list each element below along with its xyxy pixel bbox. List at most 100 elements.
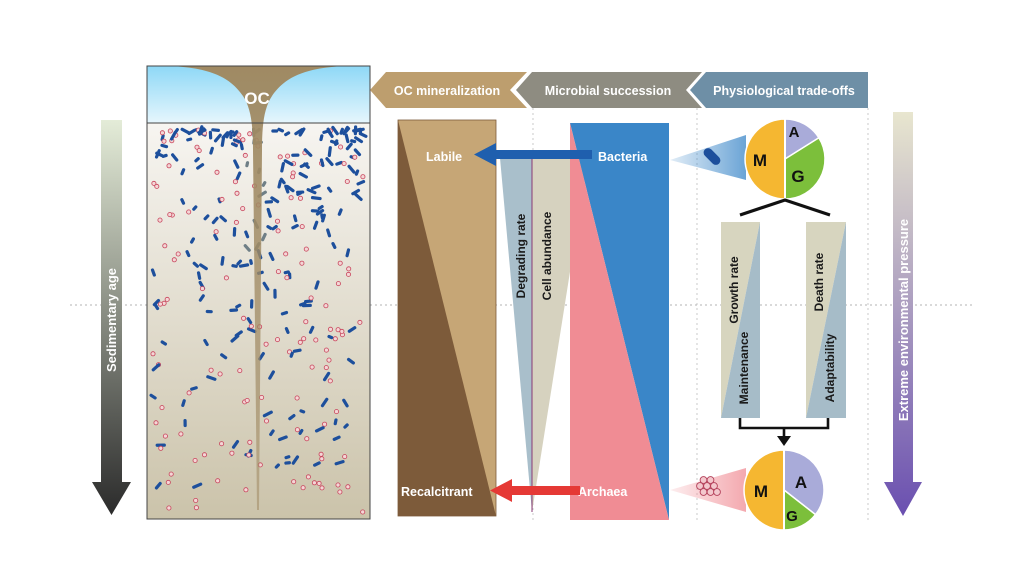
rod-cell [246, 317, 253, 325]
coccus-cell [165, 479, 171, 485]
coccus-cell [157, 301, 163, 307]
coccus-cell [259, 394, 265, 400]
rod-cell [284, 455, 291, 460]
rod-cell [262, 410, 273, 418]
coccus-cell [283, 251, 289, 257]
rod-cell [232, 138, 243, 144]
rod-cell [154, 481, 162, 490]
rod-cell [246, 327, 257, 334]
rod-cell [244, 230, 250, 239]
oc-panel-frame [397, 119, 497, 517]
coccus-cell [193, 497, 199, 503]
rod-cell [154, 149, 161, 159]
coccus-cell [193, 505, 199, 511]
archaea-coccus [706, 488, 715, 496]
coccus-cell [309, 364, 315, 370]
rod-cell [199, 127, 206, 135]
tradeoff-bar-left: Growth rate Maintenance [721, 222, 760, 418]
degrading-rate-triangle [500, 158, 532, 512]
coccus-cell [305, 474, 311, 480]
coccus-cell [161, 138, 167, 144]
coccus-cell [300, 485, 306, 491]
rod-cell [284, 327, 290, 334]
rod-cell [342, 125, 350, 136]
coccus-cell [288, 195, 294, 201]
rod-cell [325, 157, 334, 167]
rod-cell [262, 281, 270, 291]
rod-cell [354, 169, 360, 176]
rod-cell [283, 159, 294, 166]
rod-cell [283, 270, 290, 275]
rod-cell [245, 161, 250, 168]
adaptability-label: Adaptability [823, 333, 837, 402]
rod-cell [280, 161, 285, 173]
sedimentary-age-arrow: Sedimentary age [92, 120, 131, 515]
tab-physiological-tradeoffs [690, 72, 868, 108]
coccus-cell [352, 154, 358, 160]
rod-cell [160, 340, 168, 346]
microbial-succession-panel: Bacteria Archaea [474, 123, 669, 520]
rod-cell [274, 463, 280, 469]
coccus-cell [326, 357, 332, 363]
pie-label-M: M [753, 151, 767, 170]
archaea-label: Archaea [578, 485, 628, 499]
rod-cell [194, 157, 200, 163]
rod-cell [321, 213, 326, 223]
cell-abundance-label: Cell abundance [540, 211, 554, 300]
coccus-cell [360, 174, 366, 180]
oc-mineralization-panel: Labile Recalcitrant [397, 119, 497, 517]
coccus-cell [344, 178, 350, 184]
rod-cell [327, 146, 332, 158]
rod-cell [327, 186, 333, 193]
rod-cell [235, 171, 242, 181]
rod-cell [326, 228, 332, 238]
rod-cell [266, 225, 273, 230]
coccus-cell [234, 190, 240, 196]
rod-cell [231, 264, 238, 268]
rod-cell [299, 409, 306, 414]
rod-cell [320, 397, 329, 408]
coccus-cell [248, 323, 254, 329]
rod-cell [292, 214, 298, 223]
coccus-cell [335, 482, 341, 488]
rod-cell [285, 184, 295, 193]
coccus-cell [243, 487, 249, 493]
rod-cell [314, 280, 320, 290]
rod-cell [298, 428, 304, 435]
environmental-pressure-label: Extreme environmental pressure [896, 219, 911, 421]
coccus-cell [171, 257, 177, 263]
rod-cell [232, 227, 237, 237]
rod-cell [346, 357, 355, 365]
coccus-cell [284, 275, 290, 281]
rod-cell [292, 348, 302, 353]
rod-cell [271, 224, 278, 231]
sedimentary-age-label: Sedimentary age [104, 268, 119, 372]
coccus-cell [303, 246, 309, 252]
maintenance-label: Maintenance [737, 331, 751, 404]
rod-cell [185, 250, 191, 258]
rod-cell [230, 334, 240, 343]
rod-cell [280, 310, 289, 316]
degrading-rate-label: Degrading rate [514, 213, 528, 298]
coccus-cell [213, 229, 219, 235]
coccus-cell [263, 341, 269, 347]
rod-cell [347, 164, 356, 174]
rod-cell [273, 288, 277, 299]
rod-cell [236, 259, 243, 266]
pie-label-A: A [795, 473, 807, 492]
coccus-cell [341, 161, 347, 167]
tradeoff-bar-right: Death rate Adaptability [806, 222, 846, 418]
coccus-cell [217, 371, 223, 377]
coccus-cell [346, 266, 352, 272]
rod-cell [205, 309, 213, 314]
rod-cell [233, 159, 240, 169]
rod-cell [180, 198, 186, 205]
rod-cell [231, 440, 240, 449]
tab-microbial-succession [516, 72, 702, 108]
coccus-cell [337, 489, 343, 495]
rod-cell [296, 191, 303, 196]
rod-cell [284, 184, 290, 194]
rod-cell [225, 131, 231, 139]
